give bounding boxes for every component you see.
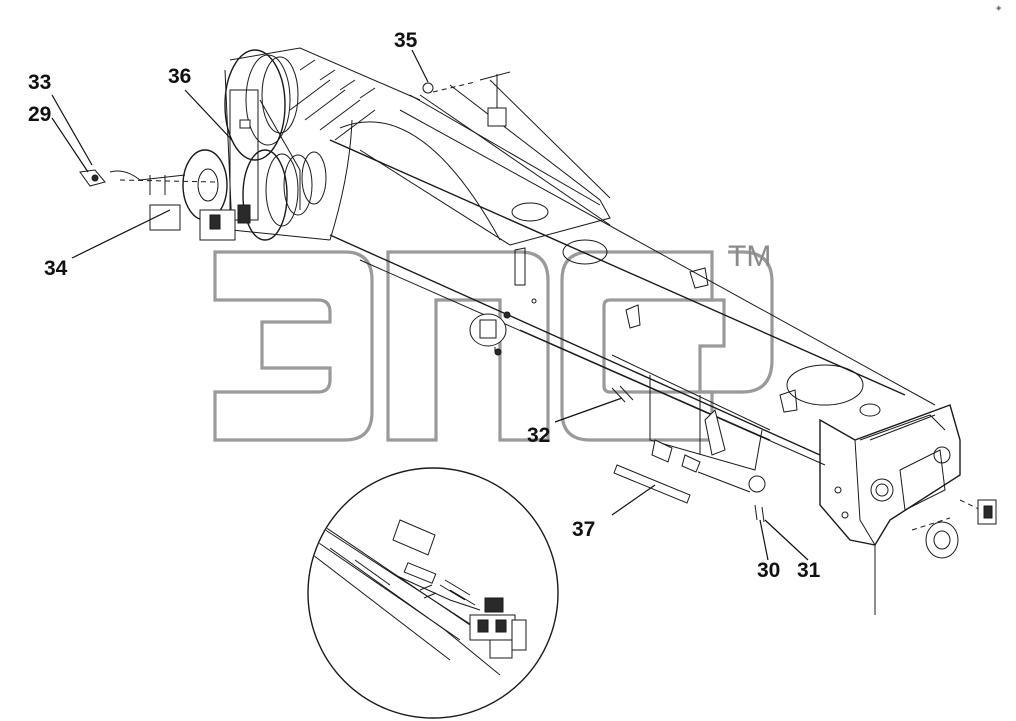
callout-31: 31 <box>797 559 821 582</box>
trademark-symbol: TM <box>728 240 772 273</box>
callout-36: 36 <box>168 65 192 88</box>
callout-leaders <box>51 49 809 561</box>
callout-32: 32 <box>527 424 551 447</box>
brand-logo-watermark <box>213 250 774 442</box>
callout-34: 34 <box>44 257 68 280</box>
corner-logo-icon: ◈ <box>996 4 1002 12</box>
callout-29: 29 <box>28 103 52 126</box>
callout-37: 37 <box>572 518 596 541</box>
inset-detail-view <box>307 467 559 719</box>
callout-30: 30 <box>757 559 781 582</box>
callout-33: 33 <box>28 71 52 94</box>
callout-35: 35 <box>394 29 418 52</box>
boom-main-body <box>79 47 997 615</box>
